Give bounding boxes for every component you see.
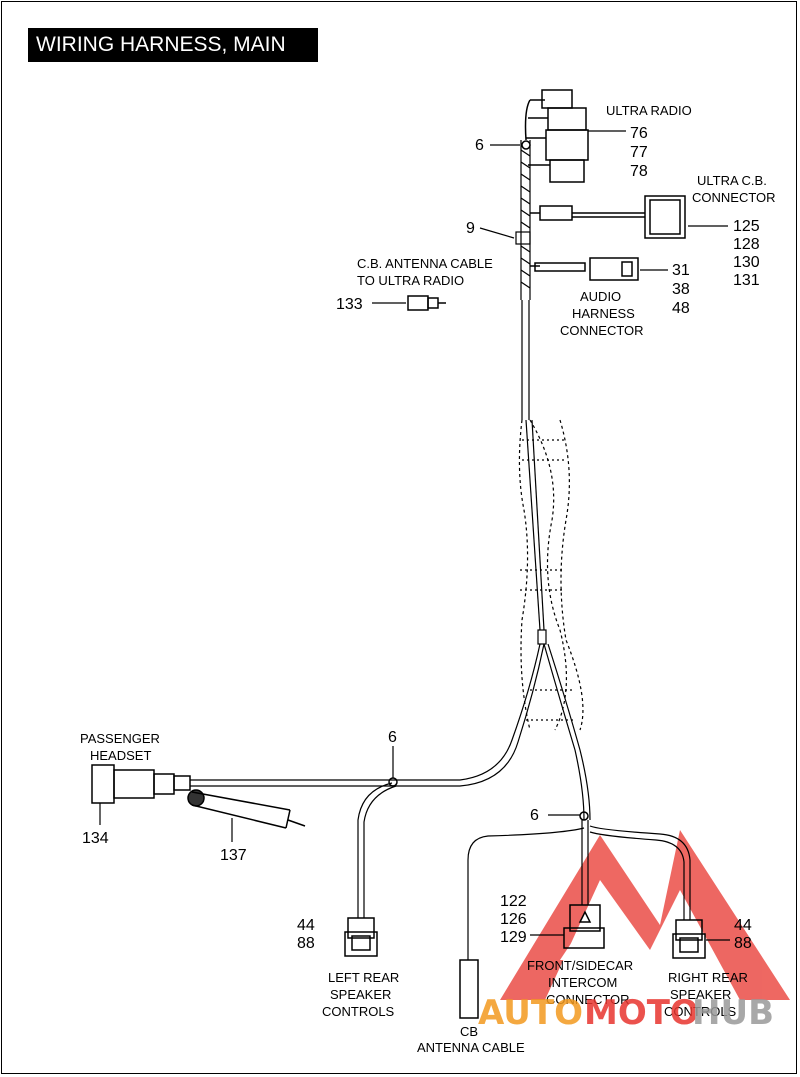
ultra-cb-ref-125: 125 [733,218,760,235]
left-rear-label-2: SPEAKER [330,987,391,1002]
ultra-radio-ref-76: 76 [630,125,648,142]
passenger-label-2: HEADSET [90,748,151,763]
ultra-cb-connector [530,195,686,239]
clip-6-right [579,811,589,821]
right-rear-ref-88: 88 [734,935,752,952]
front-ref-126: 126 [500,911,527,928]
clip-9-label: 9 [466,220,475,237]
passenger-headset-connector [91,764,191,804]
cable-137-label: 137 [220,847,247,864]
ultra-radio-connector [524,89,589,183]
harness-right-branches [467,820,691,960]
passenger-label-1: PASSENGER [80,731,160,746]
cb-antenna-bottom-label-2: ANTENNA CABLE [417,1040,525,1055]
front-sidecar-connector [563,904,605,949]
audio-harness-connector [530,257,639,281]
cb-antenna-label-2: TO ULTRA RADIO [357,273,464,288]
right-rear-label-3: CONTROLS [664,1004,737,1019]
clip-6-left [388,777,398,787]
front-label-3: CONNECTOR [546,992,630,1007]
left-rear-label-3: CONTROLS [322,1004,395,1019]
cb-antenna-bottom-label-1: CB [460,1024,478,1039]
audio-ref-38: 38 [672,281,690,298]
clip-6-right-label: 6 [530,807,539,824]
ultra-cb-ref-128: 128 [733,236,760,253]
clip-9-leader [479,227,515,239]
front-ref-129: 129 [500,929,527,946]
ultra-cb-label-1: ULTRA C.B. [697,173,767,188]
left-rear-ref-44: 44 [297,917,315,934]
cb-antenna-label-1: C.B. ANTENNA CABLE [357,256,493,271]
harness-lower-branches [190,643,591,918]
watermark-mountain-shape [500,830,790,1000]
left-rear-speaker-connector [344,917,378,957]
watermark-text-auto: AUTO [478,993,583,1033]
front-label-1: FRONT/SIDECAR [527,958,633,973]
ultra-cb-label-2: CONNECTOR [692,190,776,205]
page-title: WIRING HARNESS, MAIN [28,28,318,62]
audio-ref-48: 48 [672,300,690,317]
clip-6-upper [521,140,531,150]
right-rear-ref-44: 44 [734,917,752,934]
harness-trunk-upper [515,140,531,420]
audio-label-3: CONNECTOR [560,323,644,338]
cb-antenna-ref-133: 133 [336,296,363,313]
ultra-radio-ref-78: 78 [630,163,648,180]
cb-antenna-plug [407,295,446,311]
cb-antenna-bottom-plug [459,959,479,1019]
watermark-text-moto: MOTO [584,993,699,1033]
audio-ref-31: 31 [672,262,690,279]
right-rear-label-2: SPEAKER [670,987,731,1002]
left-rear-ref-88: 88 [297,935,315,952]
harness-mid-section [518,419,584,731]
left-rear-label-1: LEFT REAR [328,970,399,985]
ultra-cb-ref-130: 130 [733,254,760,271]
cable-137 [187,789,306,829]
front-label-2: INTERCOM [548,975,617,990]
watermark-text-hub: HUB [692,993,774,1033]
front-ref-122: 122 [500,893,527,910]
clip-6-left-label: 6 [388,729,397,746]
right-rear-label-1: RIGHT REAR [668,970,748,985]
clip-6-upper-label: 6 [475,137,484,154]
ultra-cb-ref-131: 131 [733,272,760,289]
right-rear-speaker-connector [672,919,706,959]
passenger-ref-134: 134 [82,830,109,847]
ultra-radio-ref-77: 77 [630,144,648,161]
watermark-text: AUTO MOTO HUB [478,993,774,1033]
ultra-radio-label: ULTRA RADIO [606,103,692,118]
audio-label-1: AUDIO [580,289,621,304]
audio-label-2: HARNESS [572,306,635,321]
